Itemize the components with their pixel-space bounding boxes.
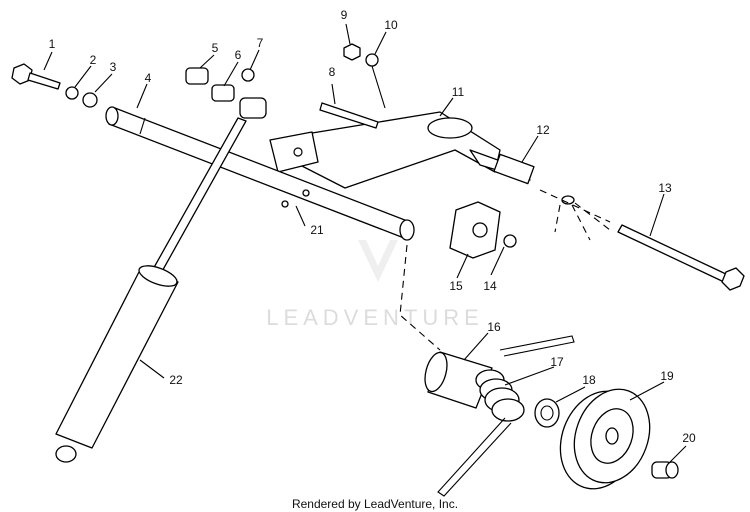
callout-8: 8 bbox=[329, 65, 336, 79]
idler-wheel-19 bbox=[559, 388, 651, 490]
callout-19: 19 bbox=[660, 369, 674, 383]
bolt-1 bbox=[11, 63, 61, 90]
callout-7: 7 bbox=[257, 36, 264, 50]
nut-9 bbox=[343, 43, 361, 61]
bushings bbox=[185, 67, 267, 119]
bolt-13 bbox=[617, 224, 745, 291]
washer-2 bbox=[65, 86, 79, 100]
callout-9: 9 bbox=[341, 8, 348, 22]
axle-shaft bbox=[105, 106, 415, 241]
callout-22: 22 bbox=[169, 373, 183, 387]
callout-labels: 1 2 3 4 5 6 7 8 9 10 11 12 13 14 15 16 1… bbox=[49, 8, 696, 445]
washer-3 bbox=[82, 92, 98, 108]
spindle-16 bbox=[424, 351, 493, 409]
a-arm bbox=[269, 111, 501, 189]
callout-18: 18 bbox=[582, 373, 596, 387]
callout-17: 17 bbox=[550, 355, 564, 369]
washer-10 bbox=[365, 53, 379, 67]
shock-absorber bbox=[55, 117, 247, 463]
callout-14: 14 bbox=[483, 279, 497, 293]
fitting-21b bbox=[281, 200, 289, 208]
callout-2: 2 bbox=[90, 53, 97, 67]
callout-5: 5 bbox=[212, 41, 219, 55]
bolt-8 bbox=[319, 102, 379, 129]
footer-credit: Rendered by LeadVenture, Inc. bbox=[292, 497, 458, 511]
fitting-21a bbox=[302, 189, 310, 197]
callout-4: 4 bbox=[145, 71, 152, 85]
callout-13: 13 bbox=[658, 181, 672, 195]
callout-16: 16 bbox=[487, 320, 501, 334]
block-15 bbox=[449, 201, 501, 259]
pivot-tube bbox=[469, 149, 535, 185]
spring-17 bbox=[437, 335, 575, 497]
leader-lines bbox=[43, 23, 687, 463]
callout-10: 10 bbox=[384, 18, 398, 32]
callout-11: 11 bbox=[452, 85, 465, 99]
callout-21: 21 bbox=[310, 223, 324, 237]
grease-spray bbox=[554, 195, 611, 241]
watermark: LEADVENTURE bbox=[266, 210, 484, 330]
watermark-text: LEADVENTURE bbox=[266, 305, 484, 330]
callout-1: 1 bbox=[49, 37, 56, 51]
bearing-20 bbox=[651, 461, 679, 479]
callout-6: 6 bbox=[235, 48, 242, 62]
callout-20: 20 bbox=[682, 431, 696, 445]
callout-15: 15 bbox=[449, 279, 463, 293]
washer-14 bbox=[503, 234, 517, 248]
callout-12: 12 bbox=[536, 123, 550, 137]
callout-3: 3 bbox=[110, 60, 117, 74]
